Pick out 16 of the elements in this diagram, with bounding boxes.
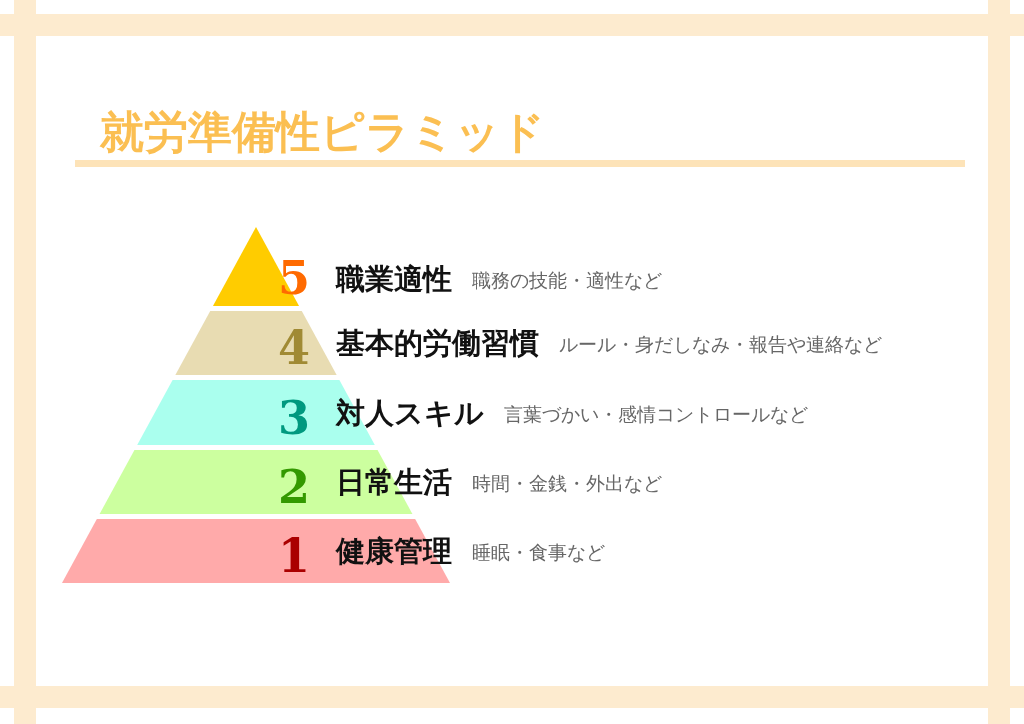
tier-title: 基本的労働習慣: [336, 329, 539, 358]
tier-number: 3: [278, 394, 310, 441]
tier-title: 対人スキル: [336, 398, 484, 428]
tier-number: 5: [278, 254, 310, 301]
tier-description: 職務の技能・適性など: [472, 270, 662, 290]
tier-description: 時間・金銭・外出など: [472, 474, 662, 493]
tier-description: 言葉づかい・感情コントロールなど: [504, 404, 808, 424]
tier-title: 健康管理: [336, 537, 452, 566]
tier-title: 職業適性: [336, 264, 452, 294]
tier-number: 4: [278, 325, 310, 371]
tier-description: ルール・身だしなみ・報告や連絡など: [559, 335, 882, 354]
tier-title: 日常生活: [336, 468, 452, 497]
title: 就労準備性ピラミッド: [100, 108, 545, 157]
tier-number: 1: [278, 533, 310, 579]
tier-description: 睡眠・食事など: [472, 543, 605, 562]
tier-number: 2: [278, 464, 310, 510]
